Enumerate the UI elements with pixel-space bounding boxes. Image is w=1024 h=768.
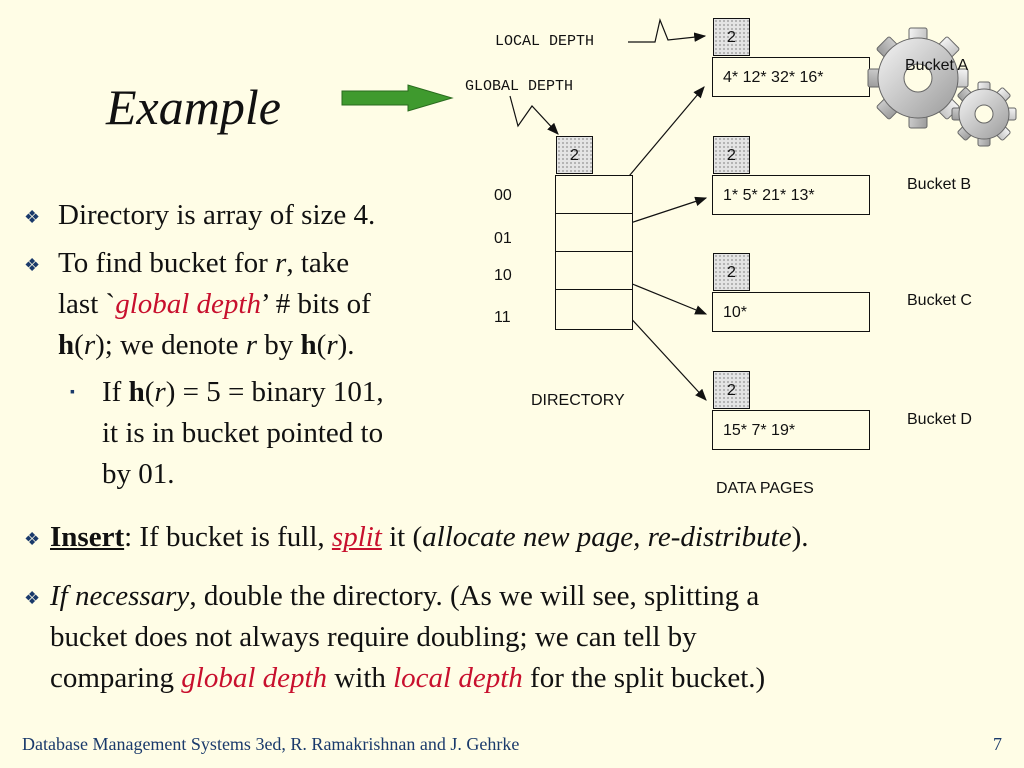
bucket-a-depth: 2 (713, 18, 750, 56)
directory-slot (556, 290, 632, 329)
bucket-a-label: Bucket A (905, 57, 969, 74)
directory-entry-11: 11 (494, 309, 511, 326)
bucket-c-label: Bucket C (907, 292, 972, 309)
bullet-1: ❖ Directory is array of size 4. (24, 195, 494, 236)
bucket-d-depth: 2 (713, 371, 750, 409)
bucket-d: 15* 7* 19* (712, 410, 870, 450)
directory (555, 175, 633, 330)
bullet-2: ❖ To find bucket for r, take last `globa… (24, 243, 494, 366)
directory-slot (556, 214, 632, 252)
global-depth-label: GLOBAL DEPTH (465, 78, 574, 95)
bucket-c: 10* (712, 292, 870, 332)
directory-label: DIRECTORY (531, 392, 625, 409)
square-bullet-icon: ▪ (70, 385, 75, 400)
directory-entry-00: 00 (494, 187, 512, 204)
diamond-bullet-icon: ❖ (24, 529, 41, 549)
bucket-b: 1* 5* 21* 13* (712, 175, 870, 215)
slide-title: Example (106, 79, 281, 135)
bucket-b-label: Bucket B (907, 176, 972, 193)
green-arrow-icon (341, 84, 454, 112)
page-number: 7 (993, 734, 1002, 754)
bucket-c-depth: 2 (713, 253, 750, 291)
local-depth-pointer (628, 17, 707, 43)
directory-entry-01: 01 (494, 230, 512, 247)
diamond-bullet-icon: ❖ (24, 207, 41, 227)
bucket-b-depth: 2 (713, 136, 750, 174)
bucket-d-label: Bucket D (907, 411, 972, 428)
local-depth-label: LOCAL DEPTH (495, 33, 595, 50)
global-depth-pointer (509, 95, 559, 135)
bucket-a: 4* 12* 32* 16* (712, 57, 870, 97)
sub-bullet-text: If h(r) = 5 = binary 101, it is in bucke… (102, 376, 384, 490)
directory-slot (556, 252, 632, 290)
directory-slot (556, 176, 632, 214)
diamond-bullet-icon: ❖ (24, 588, 41, 608)
split-term: split (331, 521, 382, 553)
insert-label: Insert (50, 521, 125, 553)
diamond-bullet-icon: ❖ (24, 255, 41, 275)
bullet-2-text: To find bucket for r, take last `global … (58, 247, 371, 361)
footer-citation: Database Management Systems 3ed, R. Rama… (22, 734, 520, 754)
bullet-1-text: Directory is array of size 4. (58, 199, 376, 231)
directory-entry-10: 10 (494, 267, 512, 284)
gears-icon (867, 27, 1017, 147)
sub-bullet: ▪ If h(r) = 5 = binary 101, it is in buc… (70, 372, 490, 495)
necessary-bullet: ❖ If necessary, double the directory. (A… (24, 580, 766, 694)
insert-bullet: ❖ Insert: If bucket is full, split it (a… (24, 517, 1004, 558)
data-pages-label: DATA PAGES (716, 480, 814, 497)
global-depth-box: 2 (556, 136, 593, 174)
